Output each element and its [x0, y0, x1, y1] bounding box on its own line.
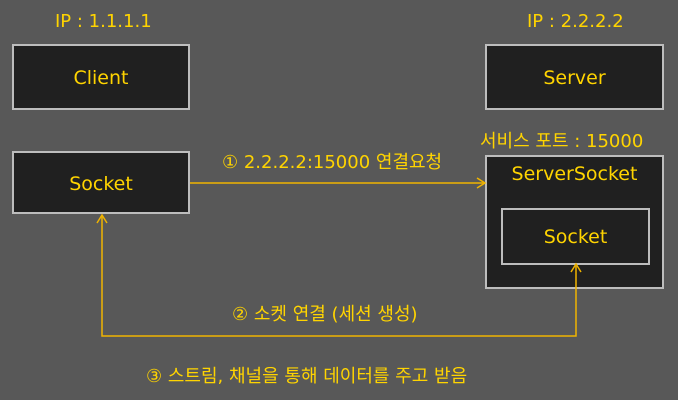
client-box-label: Client	[73, 67, 129, 89]
connect-request-arrow-head	[476, 177, 487, 189]
client-socket-box: Socket	[12, 151, 190, 214]
client-ip-label: IP : 1.1.1.1	[55, 11, 152, 32]
server-inner-socket-label: Socket	[543, 226, 608, 248]
server-inner-socket-box: Socket	[501, 208, 650, 265]
server-ip-label: IP : 2.2.2.2	[527, 11, 624, 32]
step2-label: ② 소켓 연결 (세션 생성)	[232, 304, 418, 325]
client-box: Client	[12, 44, 190, 110]
client-socket-arrow-head	[96, 213, 108, 224]
step3-label: ③ 스트림, 채널을 통해 데이터를 주고 받음	[146, 366, 468, 387]
server-socket-arrow-head	[570, 262, 582, 273]
service-port-label: 서비스 포트 : 15000	[480, 131, 644, 152]
server-box: Server	[485, 44, 664, 110]
server-box-label: Server	[543, 67, 606, 89]
client-socket-label: Socket	[69, 173, 133, 195]
step1-label: ① 2.2.2.2:15000 연결요청	[222, 152, 443, 173]
server-socket-label: ServerSocket	[511, 163, 638, 185]
socket-connection-line	[101, 216, 577, 337]
